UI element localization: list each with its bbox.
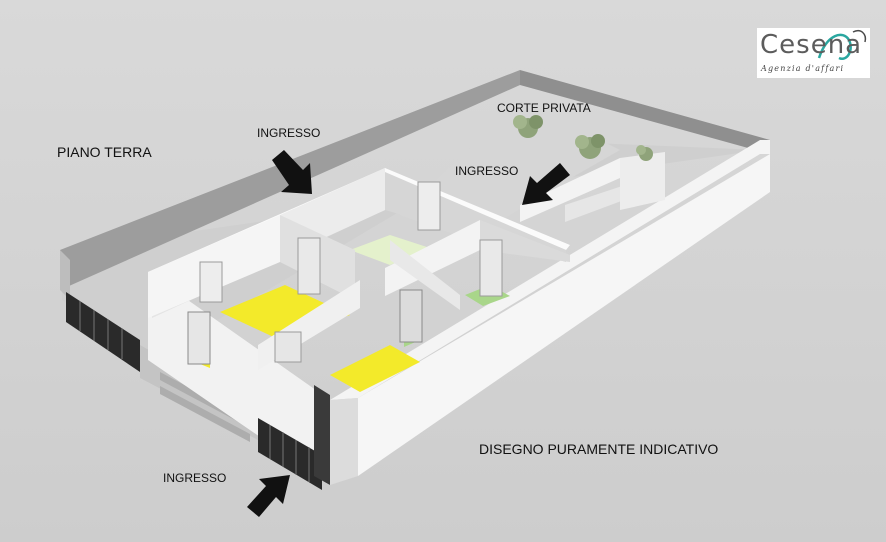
door-icon [479,239,503,297]
window-icon [199,261,223,303]
tree-icon [575,134,605,159]
arrow-icon [522,163,570,205]
window-icon [417,181,441,231]
gate-icon [66,292,140,372]
tree-icon [513,115,543,138]
logo-text-prefix: Cese [760,30,828,60]
left-wall-edge [60,250,70,300]
corte-privata-label: CORTE PRIVATA [497,101,591,115]
floor-yellow-room-2 [330,345,420,392]
agency-logo: Cesena Agenzia d'affari [757,28,870,78]
logo-text-suffix: na [827,30,863,60]
door-icon [274,331,302,363]
right-long-wall [358,154,770,476]
ingresso-label-courtyard: INGRESSO [455,164,519,178]
logo-swoosh-icon [817,30,867,61]
ingresso-label-bottom: INGRESSO [163,471,227,485]
perimeter-walls [60,70,770,485]
disclaimer-label: DISEGNO PURAMENTE INDICATIVO [479,441,719,457]
tree-icon [636,145,653,161]
ingresso-label-top: INGRESSO [257,126,321,140]
arrow-icon [272,150,312,194]
openings [187,181,503,365]
right-back-wall [520,70,770,154]
yard-floor [62,140,760,360]
window-icon [399,289,423,343]
logo-subtitle: Agenzia d'affari [761,64,845,73]
gate-icon [258,385,330,490]
window-icon [187,311,211,365]
arrow-icon [247,475,290,517]
right-wall-end [330,398,358,485]
logo-wordmark: Cesena [760,28,862,62]
right-wall-top [330,140,770,400]
piano-terra-label: PIANO TERRA [57,144,152,160]
door-icon [297,237,321,295]
